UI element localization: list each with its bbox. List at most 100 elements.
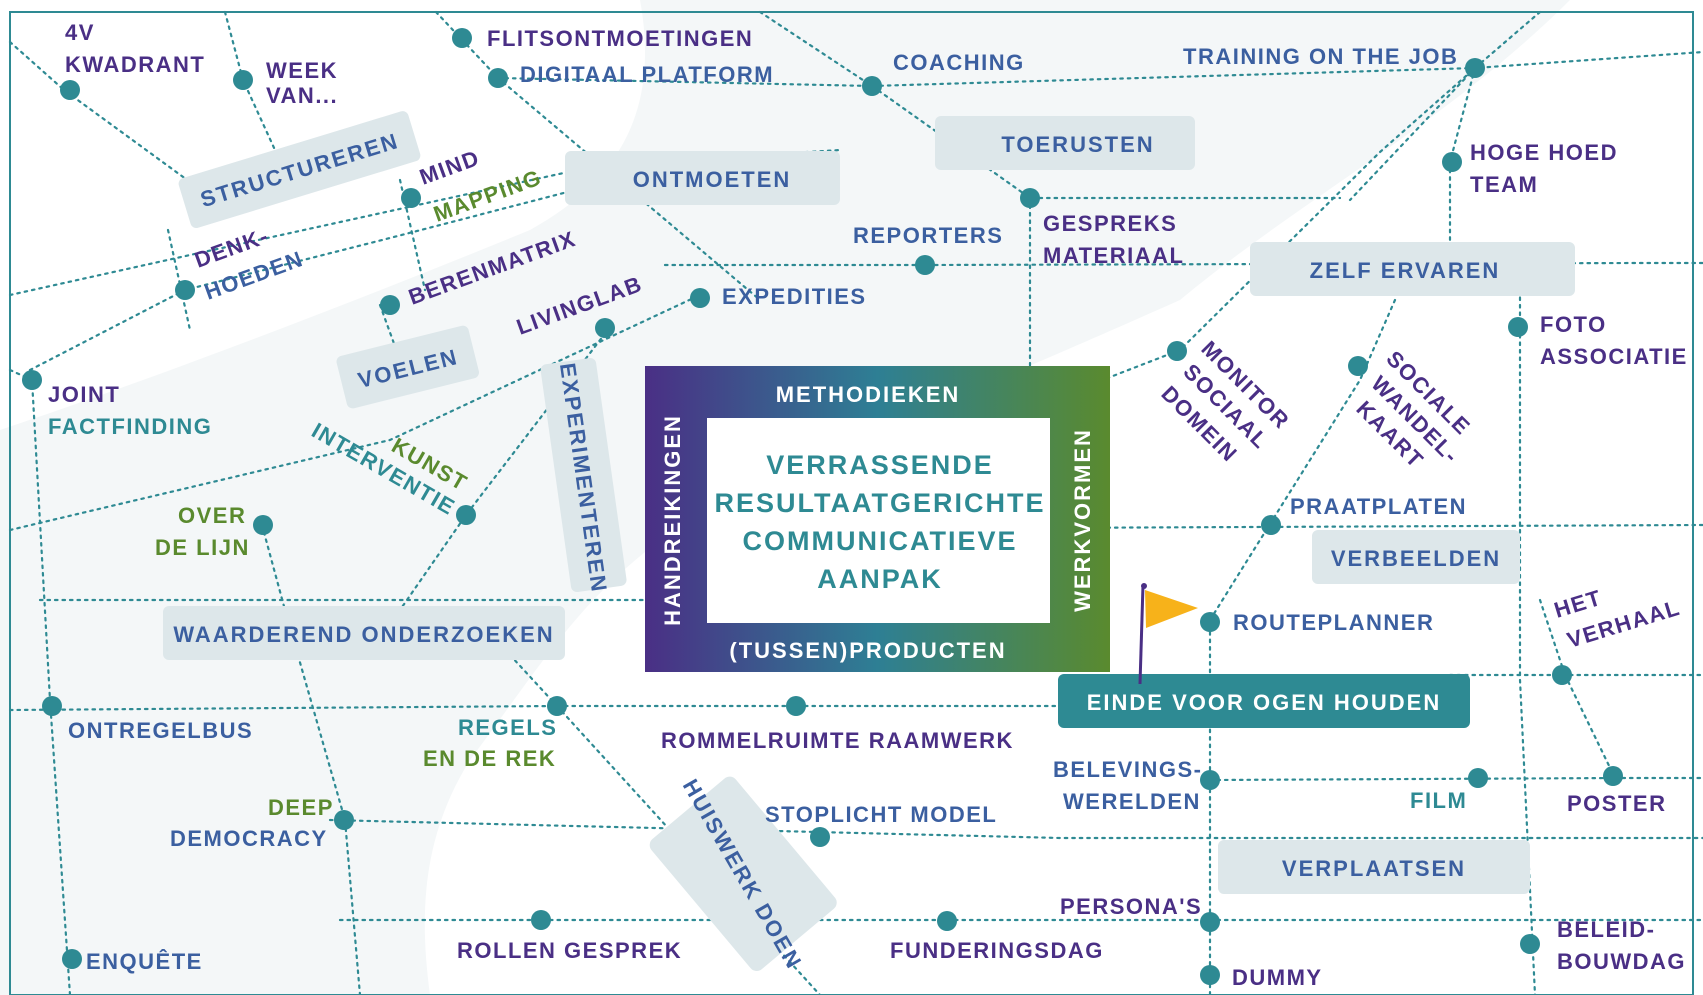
frame-left-label: HANDREIKINGEN <box>660 414 685 626</box>
stop-het: HET <box>1551 585 1605 623</box>
frame-bottom-label: (TUSSEN)PRODUCTEN <box>729 638 1006 663</box>
stop-dot <box>1200 612 1220 632</box>
stop-dot <box>401 188 421 208</box>
stop-bouwdag: BOUWDAG <box>1557 949 1686 974</box>
stop-dot <box>1200 965 1220 985</box>
center-line-3: COMMUNICATIEVE <box>743 526 1018 556</box>
stop-dot <box>1520 934 1540 954</box>
route-lines <box>8 10 1703 995</box>
stop-ontregelbus: ONTREGELBUS <box>68 718 253 743</box>
stop-dot <box>42 696 62 716</box>
stop-team: TEAM <box>1470 172 1538 197</box>
stop-gespreks: GESPREKS <box>1043 211 1177 236</box>
stop-poster: POSTER <box>1567 791 1666 816</box>
stop-reporters: REPORTERS <box>853 223 1003 248</box>
stop-over: OVER <box>178 503 246 528</box>
stop-dot <box>452 28 472 48</box>
stop-belevings: BELEVINGS- <box>1053 757 1202 782</box>
center-box <box>707 418 1050 623</box>
stop-dot <box>233 70 253 90</box>
stop-stoplicht: STOPLICHT MODEL <box>765 802 997 827</box>
stop-expedities: EXPEDITIES <box>722 284 867 309</box>
zone-verbeelden: VERBEELDEN <box>1312 530 1520 584</box>
stop-praatplaten: PRAATPLATEN <box>1290 494 1467 519</box>
stop-dot <box>175 280 195 300</box>
stop-routeplanner: ROUTEPLANNER <box>1233 610 1434 635</box>
flag-icon <box>1138 583 1198 685</box>
stop-joint: JOINT <box>48 382 120 407</box>
stop-dot <box>1020 188 1040 208</box>
zone-verbeelden-label: VERBEELDEN <box>1331 546 1501 571</box>
stop-mind: MIND <box>416 145 483 190</box>
stop-factfinding: FACTFINDING <box>48 414 212 439</box>
stop-dot <box>1552 665 1572 685</box>
zone-verplaatsen-label: VERPLAATSEN <box>1282 856 1466 881</box>
stop-dot <box>690 288 710 308</box>
zone-waarderend-label: WAARDEREND ONDERZOEKEN <box>173 622 554 647</box>
end-goal-banner[interactable]: EINDE VOOR OGEN HOUDEN <box>1058 674 1470 728</box>
stop-film: FILM <box>1410 788 1467 813</box>
end-goal-label: EINDE VOOR OGEN HOUDEN <box>1087 690 1441 715</box>
stop-dot <box>1508 317 1528 337</box>
stop-enquete: ENQUÊTE <box>86 949 203 974</box>
stop-dot <box>547 696 567 716</box>
stop-training: TRAINING ON THE JOB <box>1183 44 1458 69</box>
stop-kwadrant: KWADRANT <box>65 52 205 77</box>
stop-dot <box>380 295 400 315</box>
stop-materiaal: MATERIAAL <box>1043 243 1184 268</box>
center-line-2: RESULTAATGERICHTE <box>715 488 1046 518</box>
stop-funderingsdag: FUNDERINGSDAG <box>890 938 1104 963</box>
stop-4v: 4V <box>65 20 95 45</box>
stop-dot <box>1442 152 1462 172</box>
center-line-1: VERRASSENDE <box>766 450 994 480</box>
stop-regels: REGELS <box>458 715 557 740</box>
stop-dot <box>1348 356 1368 376</box>
zone-toerusten-label: TOERUSTEN <box>1001 132 1154 157</box>
stop-dot <box>1200 770 1220 790</box>
center-line-4: AANPAK <box>817 564 943 594</box>
stop-beleid: BELEID- <box>1557 917 1656 942</box>
stop-rommelruimte: ROMMELRUIMTE RAAMWERK <box>661 728 1014 753</box>
stop-rollen-gesprek: ROLLEN GESPREK <box>457 938 682 963</box>
stop-digitaal-platform: DIGITAAL PLATFORM <box>520 62 774 87</box>
stop-dot <box>862 76 882 96</box>
map-border <box>9 11 1694 995</box>
stop-dot <box>1261 515 1281 535</box>
stop-dot <box>1167 341 1187 361</box>
zone-huiswerk-doen <box>649 776 837 972</box>
stop-dot <box>810 827 830 847</box>
stop-dummy: DUMMY <box>1232 965 1323 990</box>
stop-associatie: ASSOCIATIE <box>1540 344 1688 369</box>
stop-dot <box>253 515 273 535</box>
stop-dot <box>488 68 508 88</box>
stop-dot <box>22 370 42 390</box>
stop-week: WEEK <box>266 58 338 83</box>
zone-zelf-ervaren: ZELF ERVAREN <box>1250 242 1575 296</box>
stop-dot <box>456 505 476 525</box>
zone-verplaatsen: VERPLAATSEN <box>1218 840 1530 894</box>
stop-dot <box>915 255 935 275</box>
frame-right-label: WERKVORMEN <box>1070 428 1095 612</box>
river-background <box>0 0 1570 995</box>
stop-dot <box>62 949 82 969</box>
stop-deep: DEEP <box>268 795 334 820</box>
stop-dots <box>22 28 1623 985</box>
stop-dot <box>531 910 551 930</box>
stop-dot <box>1200 912 1220 932</box>
stop-en-de-rek: EN DE REK <box>423 746 556 771</box>
stop-dot <box>937 911 957 931</box>
stop-dot <box>1603 766 1623 786</box>
stop-dot <box>1465 58 1485 78</box>
frame-top-label: METHODIEKEN <box>776 382 961 407</box>
zone-zelf-ervaren-label: ZELF ERVAREN <box>1310 258 1501 283</box>
zone-ontmoeten-label: ONTMOETEN <box>633 167 792 192</box>
stop-dot <box>1468 768 1488 788</box>
stop-werelden: WERELDEN <box>1063 789 1201 814</box>
zone-voelen: VOELEN <box>336 325 479 409</box>
zone-ontmoeten: ONTMOETEN <box>565 151 840 205</box>
stop-hoge-hoed: HOGE HOED <box>1470 140 1618 165</box>
zone-waarderend-onderzoeken: WAARDEREND ONDERZOEKEN <box>163 606 565 660</box>
stop-personas: PERSONA'S <box>1060 894 1202 919</box>
stop-van: VAN... <box>266 83 338 108</box>
